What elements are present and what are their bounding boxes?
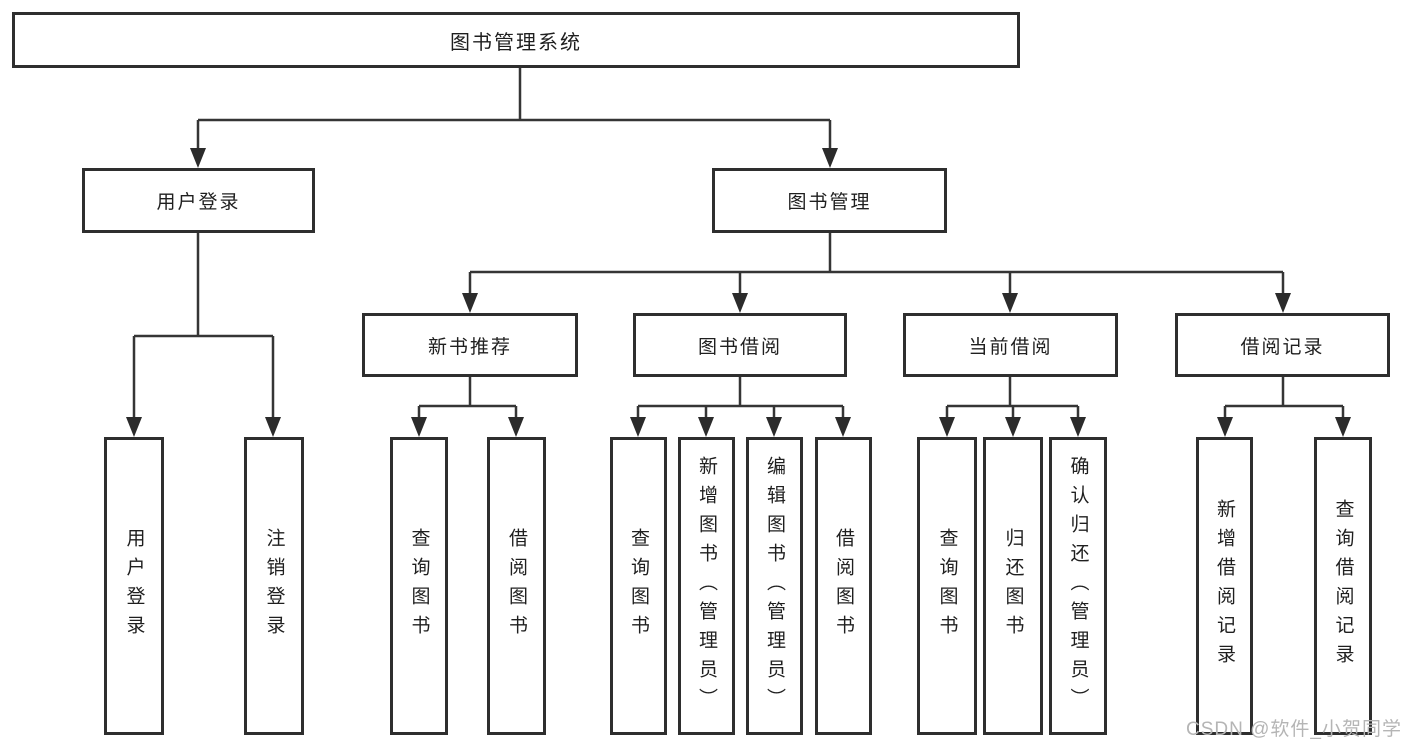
leaf-user-login: 用户登录: [104, 437, 164, 735]
node-book-borrow: 图书借阅: [633, 313, 847, 377]
node-current-borrow: 当前借阅: [903, 313, 1118, 377]
leaf-borrow-book: 借阅图书: [815, 437, 872, 735]
csdn-watermark: CSDN @软件_小贺同学: [1186, 719, 1402, 740]
leaf-add-borrow-record: 新增借阅记录: [1196, 437, 1253, 735]
node-book-management: 图书管理: [712, 168, 947, 233]
leaf-query-book-recommend: 查询图书: [390, 437, 448, 735]
leaf-confirm-return-admin: 确认归还（管理员）: [1049, 437, 1107, 735]
node-new-book-recommend: 新书推荐: [362, 313, 578, 377]
node-borrow-records: 借阅记录: [1175, 313, 1390, 377]
leaf-query-book-current: 查询图书: [917, 437, 977, 735]
leaf-edit-book-admin: 编辑图书（管理员）: [746, 437, 803, 735]
tree-edges: [132, 68, 1345, 419]
arrowheads: [126, 148, 1351, 437]
leaf-query-borrow-record: 查询借阅记录: [1314, 437, 1372, 735]
leaf-add-book-admin: 新增图书（管理员）: [678, 437, 735, 735]
leaf-return-book: 归还图书: [983, 437, 1043, 735]
leaf-query-book-borrow: 查询图书: [610, 437, 667, 735]
leaf-logout: 注销登录: [244, 437, 304, 735]
leaf-borrow-book-recommend: 借阅图书: [487, 437, 546, 735]
node-user-login: 用户登录: [82, 168, 315, 233]
node-root: 图书管理系统: [12, 12, 1020, 68]
